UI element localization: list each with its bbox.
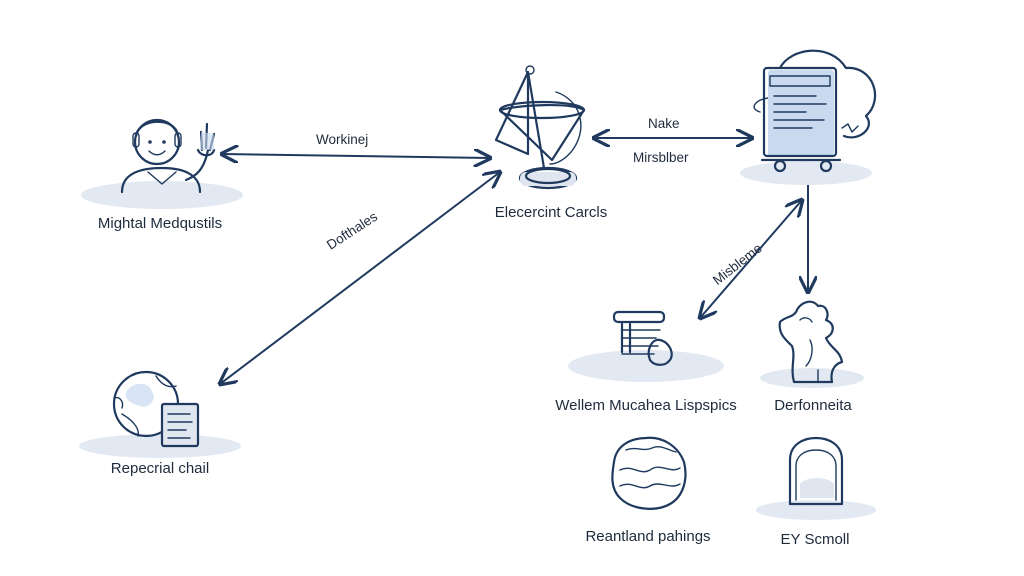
node-label-globe: Repecrial chail bbox=[110, 460, 210, 477]
edge-stack-cart bbox=[700, 200, 802, 318]
edge-label-center-cart-bottom: Mirsblber bbox=[633, 150, 689, 165]
node-label-person: Mightal Medqustils bbox=[97, 215, 223, 232]
glass-jar-icon bbox=[756, 436, 876, 520]
edge-globe-center bbox=[220, 172, 500, 384]
person-waving-icon bbox=[81, 118, 243, 209]
globe-document-icon bbox=[79, 370, 241, 458]
node-label-center: Elecercint Carcls bbox=[494, 204, 608, 221]
node-label-mesh: Reantland pahings bbox=[585, 528, 711, 545]
edge-person-center bbox=[222, 154, 490, 158]
edge-label-person-center: Workinej bbox=[316, 132, 369, 147]
funnel-sail-icon bbox=[494, 65, 586, 190]
textured-blob-icon bbox=[611, 436, 687, 510]
node-label-jar: EY Scmoll bbox=[780, 531, 850, 548]
document-cart-cloud-icon bbox=[740, 49, 877, 185]
dragon-figure-icon bbox=[760, 300, 864, 388]
node-label-stack: Wellem Mucahea Lispspics bbox=[555, 397, 737, 414]
stacked-books-icon bbox=[568, 310, 724, 382]
edge-label-center-cart-top: Nake bbox=[648, 116, 680, 131]
node-label-dragon: Derfonneita bbox=[774, 397, 852, 414]
